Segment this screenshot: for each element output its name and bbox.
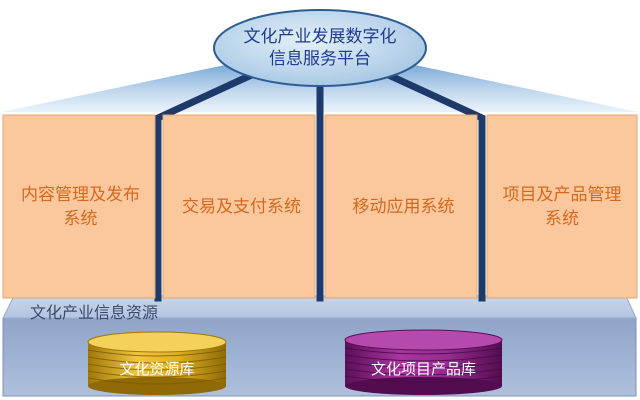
resource-title: 文化产业信息资源 [30,303,159,322]
connector-3 [377,67,486,302]
platform-ellipse [213,9,427,87]
system-box-project [486,114,638,299]
resource-database-purple [344,329,503,395]
connectors [154,67,486,302]
connector-1 [154,67,263,302]
system-box-trade [162,114,316,299]
system-boxes [2,114,638,299]
resource-database-gold [87,331,227,395]
system-box-content [2,114,156,299]
system-box-mobile [324,114,478,299]
